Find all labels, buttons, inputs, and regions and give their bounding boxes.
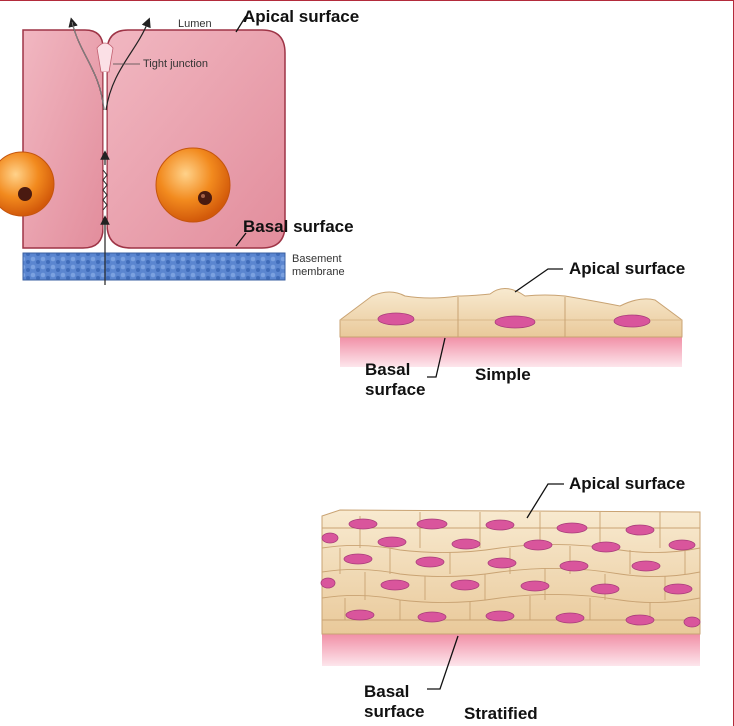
stratified-nucleus <box>485 610 515 622</box>
basement-membrane-label: Basement membrane <box>292 253 345 278</box>
stratified-nucleus <box>591 541 621 553</box>
stratified-basal-surface-label: Basal surface <box>364 682 425 721</box>
stratified-nucleus <box>487 557 517 569</box>
top-basal-surface-label: Basal surface <box>243 217 354 236</box>
stratified-cell-layer <box>321 509 701 635</box>
lumen-label: Lumen <box>178 18 212 30</box>
stratified-nucleus <box>377 536 407 548</box>
stratified-apical-surface-label: Apical surface <box>569 474 686 493</box>
simple-basal-surface-label: Basal surface <box>365 360 426 399</box>
simple-nucleus <box>613 314 651 328</box>
stratified-nucleus <box>348 518 378 530</box>
stratified-nucleus <box>343 553 373 565</box>
stratified-nucleus <box>417 611 447 623</box>
stratified-nucleus <box>380 579 410 591</box>
stratified-nucleus <box>321 532 339 544</box>
stratified-nucleus <box>631 560 661 572</box>
polarity-diagram <box>0 15 286 285</box>
stratified-nucleus <box>450 579 480 591</box>
stratified-nucleus <box>320 577 336 589</box>
stratified-nucleus <box>668 539 696 551</box>
stratified-nucleus <box>625 524 655 536</box>
stratified-nucleus <box>451 538 481 550</box>
stratified-caption: Stratified <box>464 704 538 723</box>
left-cell <box>22 29 104 249</box>
stratified-connective-tissue <box>322 632 700 666</box>
tight-junction <box>96 42 114 73</box>
simple-cell-layer <box>339 288 683 338</box>
stratified-nucleus <box>683 616 701 628</box>
simple-caption: Simple <box>475 365 531 384</box>
stratified-nucleus <box>485 519 515 531</box>
stratified-nucleus <box>555 612 585 624</box>
top-apical-surface-label: Apical surface <box>243 7 360 26</box>
stratified-nucleus <box>520 580 550 592</box>
tight-junction-label: Tight junction <box>143 58 209 70</box>
simple-nucleus <box>377 312 415 326</box>
stratified-nucleus <box>415 556 445 568</box>
stratified-nucleus <box>416 518 448 530</box>
right-nucleus <box>155 147 231 223</box>
simple-connective-tissue <box>340 335 682 367</box>
basement-membrane <box>22 252 286 281</box>
stratified-nucleus <box>590 583 620 595</box>
simple-nucleus <box>494 315 536 329</box>
simple-apical-surface-label: Apical surface <box>569 259 686 278</box>
stratified-nucleus <box>625 614 655 626</box>
stratified-epithelium <box>320 483 701 690</box>
stratified-nucleus <box>523 539 553 551</box>
stratified-nucleus <box>559 560 589 572</box>
stratified-nucleus <box>345 609 375 621</box>
stratified-nucleus <box>663 583 693 595</box>
stratified-nucleus <box>556 522 588 534</box>
left-nucleus <box>0 151 55 217</box>
simple-epithelium <box>339 268 683 378</box>
